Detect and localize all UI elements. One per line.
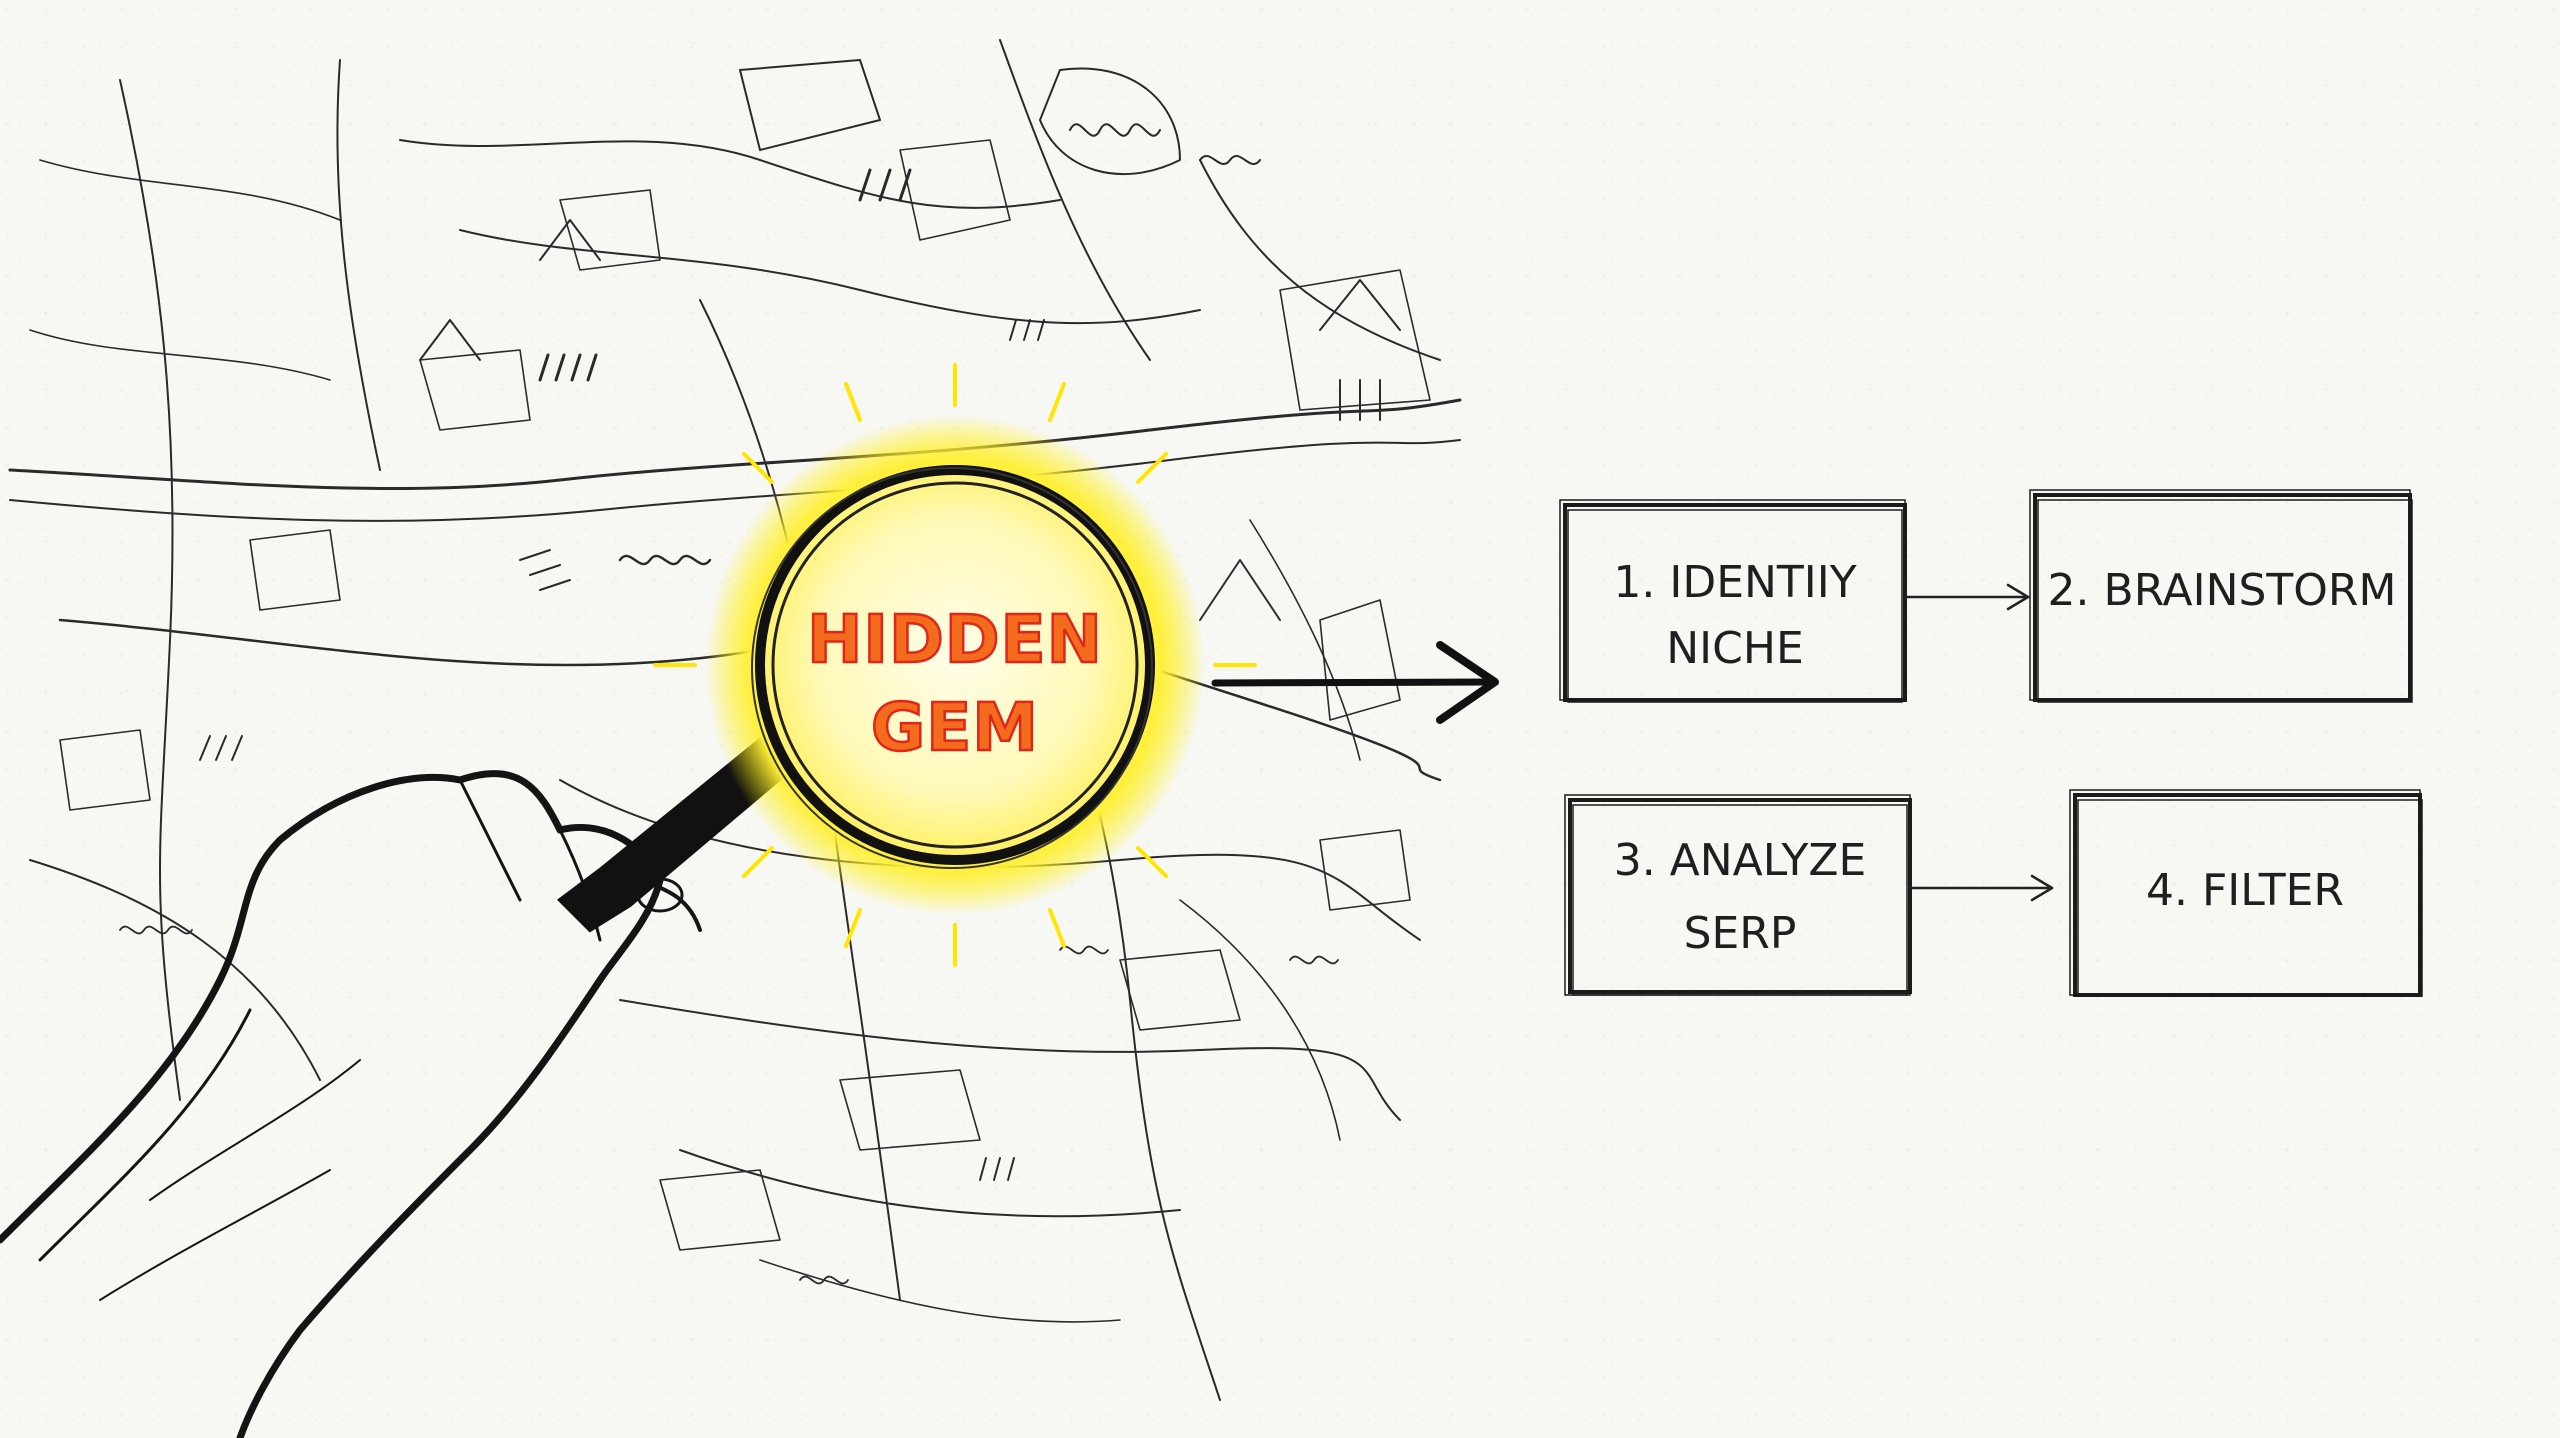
arrow-step1-to-step2 — [1903, 583, 2030, 611]
step-box-3 — [1564, 794, 1912, 996]
magnifier-rim — [755, 465, 1155, 865]
step-box-2 — [2029, 489, 2413, 703]
sketch-map — [8, 39, 1462, 1401]
glow-rays — [653, 363, 1257, 967]
gem-label-line1: HIDDEN — [807, 601, 1103, 678]
step-4-label-line1: 4. FILTER — [2146, 865, 2344, 916]
step-1-label-line1: 1. IDENTIIY — [1613, 557, 1856, 608]
step-3-label-line1: 3. ANALYZE — [1614, 835, 1867, 886]
step-3-label-line2: SERP — [1684, 908, 1797, 959]
step-box-4 — [2069, 789, 2423, 997]
main-arrow — [1211, 641, 1499, 724]
step-1-label-line2: NICHE — [1666, 623, 1804, 674]
magnifier-rim-inner — [771, 481, 1139, 849]
magnifier-lens — [760, 470, 1150, 860]
gem-label-line2: GEM — [871, 689, 1039, 766]
magnifier-rim-sketch — [751, 467, 1153, 869]
step-box-1 — [1559, 499, 1907, 703]
step-2-label-line1: 2. BRAINSTORM — [2048, 565, 2397, 616]
arrow-step3-to-step4 — [1908, 874, 2054, 902]
